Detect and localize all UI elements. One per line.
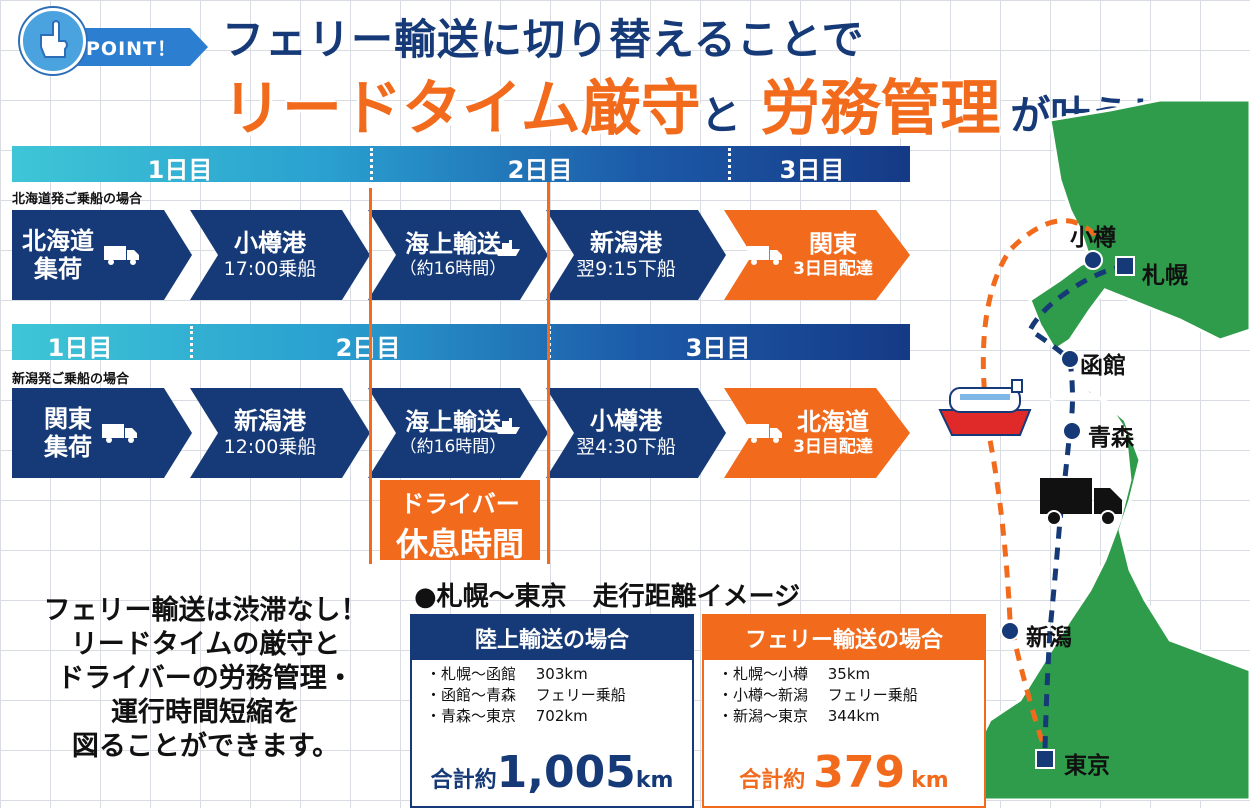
step-title: 関東 [44,405,92,433]
distance-title: ●札幌〜東京 走行距離イメージ [414,582,801,612]
headline-leadtime: リードタイム厳守 [222,74,701,144]
ferry-icon [938,379,1032,436]
step-title: 北海道 [22,227,94,255]
route2-label: 新潟発ご乗船の場合 [12,372,130,387]
route2-step-port1: 新潟港 12:00乗船 [200,388,340,478]
day-divider [190,326,193,358]
step-sub: 3日目配達 [793,259,873,279]
route1-step-delivery: 関東 3日目配達 [730,210,890,300]
route2-step-delivery: 北海道 3日目配達 [730,388,890,478]
route2-step-port2: 小樽港 翌4:30下船 [556,388,696,478]
step-sub: 翌4:30下船 [576,436,676,458]
ship-icon [494,240,520,260]
route1-day1: 1日目 [147,156,213,184]
point-badge [20,26,210,68]
driver-rest-box: ドライバー 休息時間 [380,480,540,563]
land-total-value: 1,005 [496,747,636,798]
land-card-header: 陸上輸送の場合 [412,616,692,660]
headline-line1: フェリー輸送に切り替えることで [222,15,865,64]
step-sub: 17:00乗船 [223,258,317,280]
ferry-item: ・札幌〜小樽 35km [718,665,871,683]
ferry-transport-card: フェリー輸送の場合 ・札幌〜小樽 35km ・小樽〜新潟 フェリー乗船 ・新潟〜… [702,614,986,808]
route2-day3: 3日目 [685,334,751,362]
step-sub: 集荷 [34,255,82,283]
step-title: 北海道 [797,408,869,436]
ferry-item: ・小樽〜新潟 フェリー乗船 [718,686,918,704]
city-niigata: 新潟 [1026,625,1072,651]
driver-rest-line2: 休息時間 [395,525,524,563]
pointing-hand-icon [20,8,86,74]
step-title: 関東 [809,230,857,258]
benefit-line: ドライバーの労務管理・ [57,663,354,694]
step-title: 海上輸送 [404,230,501,258]
route1-step-sea: 海上輸送 （約16時間） [378,210,528,300]
route2-day2: 2日目 [335,334,401,362]
step-title: 新潟港 [234,407,306,435]
city-aomori: 青森 [1088,425,1134,451]
point-badge-shape [50,28,208,66]
day-divider [370,148,373,180]
benefit-line: リードタイムの厳守と [70,629,341,660]
city-sapporo: 札幌 [1142,263,1188,289]
step-title: 新潟港 [590,229,662,257]
route1-step-pickup: 北海道 集荷 [16,210,146,300]
step-title: 小樽港 [590,407,662,435]
headline-and: と [700,93,741,139]
truck-icon [104,244,140,266]
route1-day2: 2日目 [507,156,573,184]
ferry-total-label: 合計約 [739,768,806,793]
route1-day-bar: 1日目 2日目 3日目 [12,146,910,184]
step-title: 海上輸送 [404,408,501,436]
land-transport-card: 陸上輸送の場合 ・札幌〜函館 303km ・函館〜青森 フェリー乗船 ・青森〜東… [410,614,694,808]
hokkaido-shape [1028,100,1250,353]
rest-line-right [547,182,550,564]
ship-icon [494,418,520,438]
step-title: 小樽港 [234,229,306,257]
route2-step-pickup: 関東 集荷 [16,388,166,478]
route1-step-port1: 小樽港 17:00乗船 [200,210,340,300]
step-sub: 3日目配達 [793,437,873,457]
truck-icon [1040,478,1122,526]
ferry-card-header: フェリー輸送の場合 [704,616,984,660]
route2-day1: 1日目 [47,334,113,362]
benefit-line: 運行時間短縮を [111,697,300,728]
step-sub: 集荷 [44,433,92,461]
point-label: POINT！ [86,38,178,60]
route1-arrows [12,210,910,300]
city-otaru: 小樽 [1070,225,1116,251]
land-item: ・函館〜青森 フェリー乗船 [426,686,626,704]
rest-line-left [369,188,372,564]
route2-day-bar: 1日目 2日目 3日目 [12,324,910,362]
driver-rest-line1: ドライバー [400,490,520,518]
headline-labor: 労務管理 [760,74,1001,144]
ferry-total-value: 379 [813,747,906,798]
land-item: ・札幌〜函館 303km [426,665,588,683]
city-hakodate: 函館 [1080,353,1126,379]
ferry-total-unit: km [911,768,949,793]
route1-label: 北海道発ご乗船の場合 [12,192,143,207]
city-tokyo: 東京 [1064,753,1110,779]
benefit-line: 図ることができます。 [71,731,340,762]
truck-icon [747,244,783,266]
route1-step-port2: 新潟港 翌9:15下船 [556,210,696,300]
ferry-item: ・新潟〜東京 344km [718,707,880,725]
truck-icon [747,422,783,444]
step-sub: （約16時間） [399,437,507,457]
benefit-line: フェリー輸送は渋滞なし！ [43,595,368,626]
land-total: 合計約1,005km [412,747,692,798]
step-sub: 12:00乗船 [223,436,317,458]
step-sub: 翌9:15下船 [576,258,676,280]
route1-day3: 3日目 [779,156,845,184]
truck-icon [102,422,138,444]
step-sub: （約16時間） [399,259,507,279]
route2-arrows [12,388,910,478]
day-divider [728,148,731,180]
land-total-label: 合計約 [430,768,497,793]
ferry-benefit-text: フェリー輸送は渋滞なし！ リードタイムの厳守と ドライバーの労務管理・ 運行時間… [18,594,393,764]
land-total-unit: km [635,768,674,793]
land-item: ・青森〜東京 702km [426,707,588,725]
route2-step-sea: 海上輸送 （約16時間） [378,388,528,478]
